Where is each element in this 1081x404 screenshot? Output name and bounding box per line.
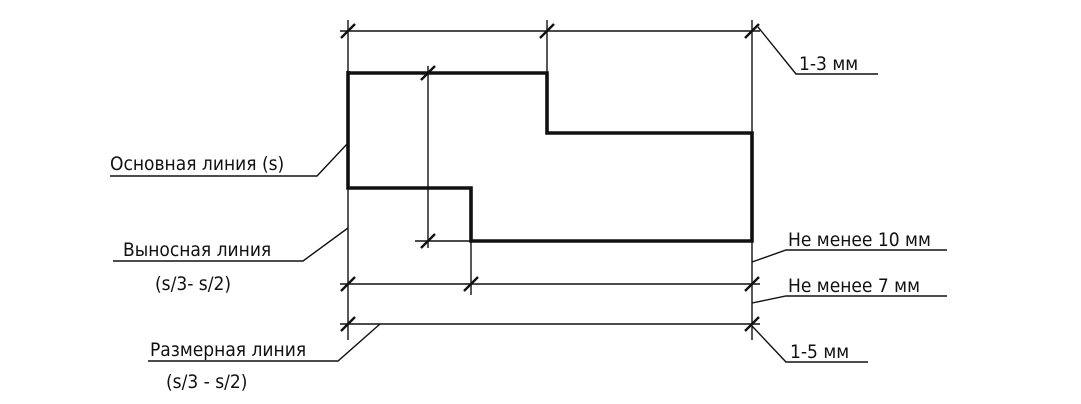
label-min-10: Не менее 10 мм	[788, 229, 931, 251]
tick	[744, 23, 760, 39]
main-contour	[346, 71, 754, 243]
label-dimension-line: Размерная линия	[150, 339, 306, 361]
leader-min-7	[751, 295, 947, 304]
label-extension-line-thickness: (s/3- s/2)	[155, 273, 231, 295]
tick	[340, 276, 356, 292]
leader-main-line	[110, 142, 349, 177]
tick	[420, 233, 436, 249]
label-dimension-line-thickness: (s/3 - s/2)	[166, 371, 247, 393]
tick	[744, 276, 760, 292]
label-min-7: Не менее 7 мм	[788, 275, 920, 297]
tick	[420, 65, 436, 81]
tick	[340, 316, 356, 332]
leader-dimension-line	[148, 323, 381, 362]
label-extension-line: Выносная линия	[123, 239, 271, 261]
leader-min-10	[751, 249, 947, 263]
tick	[539, 23, 555, 39]
label-overshoot: 1-3 мм	[799, 53, 858, 75]
tick	[340, 23, 356, 39]
dimension-ticks	[340, 23, 760, 332]
label-gap: 1-5 мм	[790, 341, 849, 363]
leader-gap	[751, 325, 868, 363]
leader-extension-line	[113, 227, 349, 262]
label-main-line: Основная линия (s)	[110, 153, 284, 175]
tick	[744, 316, 760, 332]
tick	[463, 276, 479, 292]
leader-overshoot	[757, 26, 878, 75]
